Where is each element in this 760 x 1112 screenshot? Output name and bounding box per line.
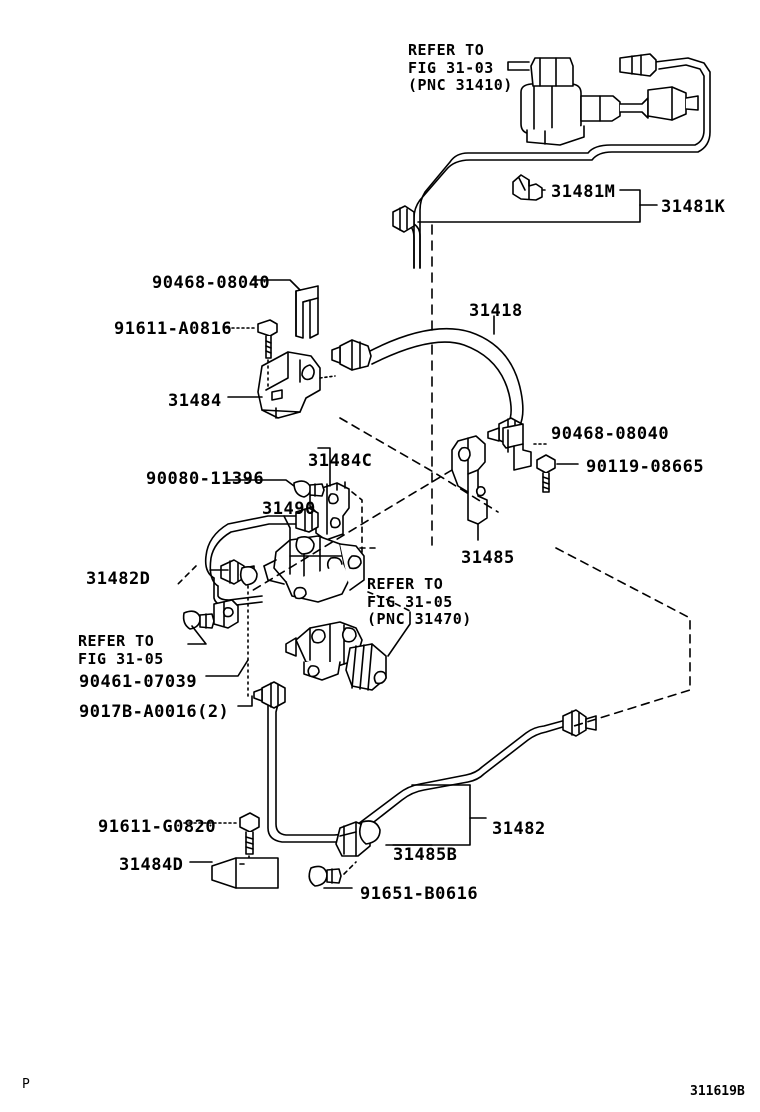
part-label-31481K: 31481K xyxy=(661,197,726,217)
tube-31481K xyxy=(413,53,711,269)
refer-fig-31-03-label: REFER TO FIG 31-03 (PNC 31410) xyxy=(408,41,513,94)
part-label-31484D: 31484D xyxy=(119,855,184,875)
refer-fig-31-05-31470-label: REFER TO FIG 31-05 (PNC 31470) xyxy=(367,575,472,628)
part-label-91651-B0616: 91651-B0616 xyxy=(360,884,479,904)
clamp-31485B xyxy=(335,820,381,857)
dash-route-31485-31490 xyxy=(249,469,453,593)
bracket-31484C xyxy=(309,481,350,541)
bolt-91611-A0816 xyxy=(257,319,278,359)
tube-31482 xyxy=(253,681,597,843)
nut-9017B-A0016 xyxy=(239,566,258,586)
leaders-mid-right xyxy=(533,443,579,465)
clamp-31481M xyxy=(512,174,543,201)
clamp-90461-07039 xyxy=(182,610,215,630)
part-label-91611-G0820: 91611-G0820 xyxy=(98,817,217,837)
figure-code: 311619B xyxy=(690,1084,745,1099)
dash-route-31484-31485 xyxy=(339,417,499,513)
part-label-31484: 31484 xyxy=(168,391,222,411)
leaders-31481 xyxy=(417,189,658,223)
clip-90468-mid xyxy=(502,423,532,471)
dash-route-long-right xyxy=(555,547,691,727)
bracket-31484D xyxy=(211,857,279,889)
bolt-90119-08665 xyxy=(536,454,556,493)
bracket-90461-07039 xyxy=(213,599,239,629)
dash-91651-link xyxy=(343,861,357,875)
bolt-91651-B0616 xyxy=(308,865,342,887)
part-label-90119-08665: 90119-08665 xyxy=(586,457,705,477)
bracket-31485 xyxy=(451,435,488,541)
part-label-90461-07039: 90461-07039 xyxy=(79,672,198,692)
part-label-31482D: 31482D xyxy=(86,569,151,589)
accumulator-31490 xyxy=(263,515,365,603)
part-label-91611-A0816: 91611-A0816 xyxy=(114,319,233,339)
part-label-31481M: 31481M xyxy=(551,182,616,202)
refer-fig-31-05-left-label: REFER TO FIG 31-05 xyxy=(78,632,164,668)
part-label-90468-08040-top: 90468-08040 xyxy=(152,273,271,293)
leaders-bottom xyxy=(183,784,487,889)
part-label-31418: 31418 xyxy=(469,301,523,321)
part-label-31482: 31482 xyxy=(492,819,546,839)
bolt-91611-G0820 xyxy=(239,812,260,855)
part-label-9017B-A0016: 9017B-A0016(2) xyxy=(79,702,230,722)
leaders-left-cluster xyxy=(187,447,331,707)
part-label-90080-11396: 90080-11396 xyxy=(146,469,265,489)
bracket-31484 xyxy=(257,351,336,419)
part-label-31490: 31490 xyxy=(262,499,316,519)
master-cylinder-assembly xyxy=(507,57,699,146)
leaders-upper-left xyxy=(226,279,301,398)
page-code: P xyxy=(22,1077,30,1092)
part-label-90468-08040-mid: 90468-08040 xyxy=(551,424,670,444)
part-label-31485B: 31485B xyxy=(393,845,458,865)
part-label-31484C: 31484C xyxy=(308,451,373,471)
clip-90468-top xyxy=(295,285,319,339)
part-label-31485: 31485 xyxy=(461,548,515,568)
tube-31481K-lower-end xyxy=(392,205,421,269)
union-bolt-90080-11396 xyxy=(293,480,325,498)
release-cylinder-31470 xyxy=(285,611,411,691)
